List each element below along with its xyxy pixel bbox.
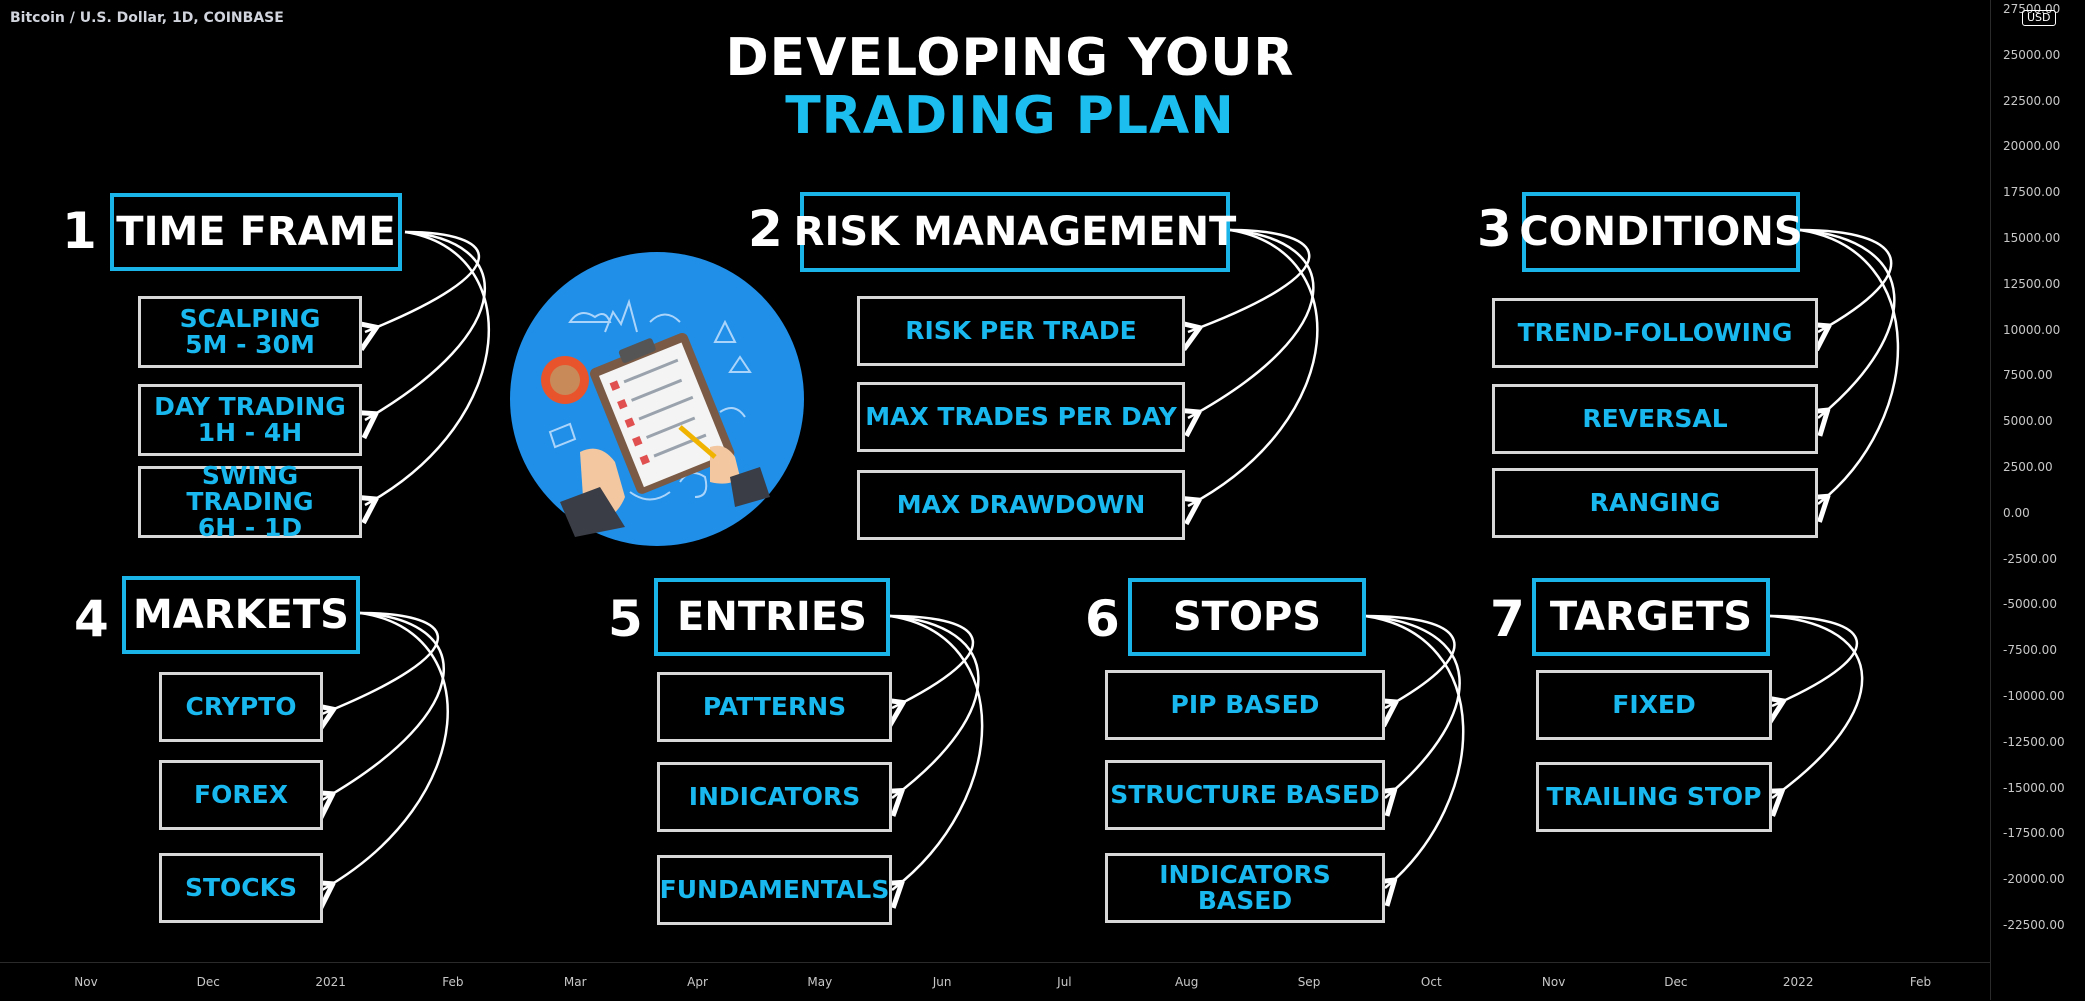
price-tick: 25000.00 [2003,47,2061,62]
section-4-item-1: CRYPTO [159,672,323,742]
section-3-item-1: TREND-FOLLOWING [1492,298,1818,368]
time-tick: Jun [932,975,952,989]
time-tick: Nov [74,975,98,989]
price-tick: 2500.00 [2003,460,2053,474]
section-4-number: 4 [74,590,109,648]
section-4-item-2: FOREX [159,760,323,830]
time-tick: Mar [563,975,587,989]
time-tick: Dec [1664,975,1688,989]
section-5-item-1: PATTERNS [657,672,892,742]
price-tick: -5000.00 [2003,597,2057,612]
price-tick: -22500.00 [2003,918,2065,932]
section-3-heading: CONDITIONS [1519,192,1803,272]
section-1-item-3: SWING TRADING 6H - 1D [138,462,362,541]
section-2-number: 2 [748,200,783,258]
section-1-item-2: DAY TRADING 1H - 4H [138,384,362,456]
section-4-heading: MARKETS [122,576,360,654]
time-tick: Nov [1541,975,1566,989]
price-tick: 27500.00 [2003,2,2061,16]
price-tick: 10000.00 [2003,322,2061,337]
section-2-item-1: RISK PER TRADE [857,296,1185,366]
time-tick: 2021 [315,975,346,989]
section-5-item-2: INDICATORS [657,762,892,832]
section-1-number: 1 [62,202,97,260]
currency-badge[interactable]: USD [2022,10,2056,27]
price-tick: -7500.00 [2003,643,2057,658]
price-tick: 12500.00 [2003,276,2061,291]
section-5-heading: ENTRIES [654,578,890,656]
price-tick: -2500.00 [2003,551,2057,566]
section-7-heading: TARGETS [1532,578,1770,656]
section-5-number: 5 [608,590,643,648]
price-tick: -15000.00 [2003,780,2065,795]
price-tick: 22500.00 [2003,93,2061,108]
section-3-item-3: RANGING [1492,468,1818,538]
time-tick: Aug [1174,975,1199,989]
section-3-item-2: REVERSAL [1492,384,1818,454]
price-tick: 5000.00 [2003,414,2053,429]
section-6-item-2: STRUCTURE BASED [1105,760,1385,830]
section-3-number: 3 [1477,200,1512,258]
section-1-item-1: SCALPING 5M - 30M [138,296,362,368]
price-tick: 0.00 [2003,505,2030,520]
price-tick: -10000.00 [2003,689,2065,703]
time-tick: Jul [1057,975,1072,989]
time-axis[interactable]: Nov Dec 2021 Feb Mar Apr May Jun Jul Aug Sep Oct Nov… [0,962,1990,1001]
checklist-clipboard-icon [510,252,804,546]
price-axis[interactable]: 27500.00 25000.00 22500.00 20000.00 17500.00… [1990,0,2085,1000]
time-tick: Dec [196,975,220,989]
chart-symbol-label: Bitcoin / U.S. Dollar, 1D, COINBASE [10,10,284,26]
price-tick: -17500.00 [2003,826,2065,841]
section-6-item-1: PIP BASED [1105,670,1385,740]
price-tick: 7500.00 [2003,368,2053,383]
section-2-item-2: MAX TRADES PER DAY [857,382,1185,452]
section-1-heading: TIME FRAME [110,193,402,271]
title-line-1: DEVELOPING YOUR [725,28,1295,88]
section-6-number: 6 [1085,590,1120,648]
price-tick: -20000.00 [2003,872,2065,887]
time-tick: Feb [1909,975,1932,989]
price-tick: -12500.00 [2003,734,2065,749]
price-tick: 20000.00 [2003,139,2061,154]
section-6-item-3: INDICATORS BASED [1105,853,1385,923]
section-5-item-3: FUNDAMENTALS [657,855,892,925]
section-4-item-3: STOCKS [159,853,323,923]
section-7-item-2: TRAILING STOP [1536,762,1772,832]
price-tick: 17500.00 [2003,185,2061,200]
time-tick: Sep [1297,975,1321,989]
section-7-number: 7 [1490,590,1525,648]
title-line-2: TRADING PLAN [785,86,1235,146]
time-tick: Oct [1420,975,1442,989]
time-tick: Feb [442,975,464,989]
section-6-heading: STOPS [1128,578,1366,656]
connector-arrows [0,228,1900,962]
section-7-item-1: FIXED [1536,670,1772,740]
time-tick: May [807,975,833,989]
time-tick: 2022 [1782,975,1814,989]
section-2-heading: RISK MANAGEMENT [794,192,1236,272]
price-tick: 15000.00 [2003,231,2061,245]
section-2-item-3: MAX DRAWDOWN [857,470,1185,540]
time-tick: Apr [687,975,708,989]
